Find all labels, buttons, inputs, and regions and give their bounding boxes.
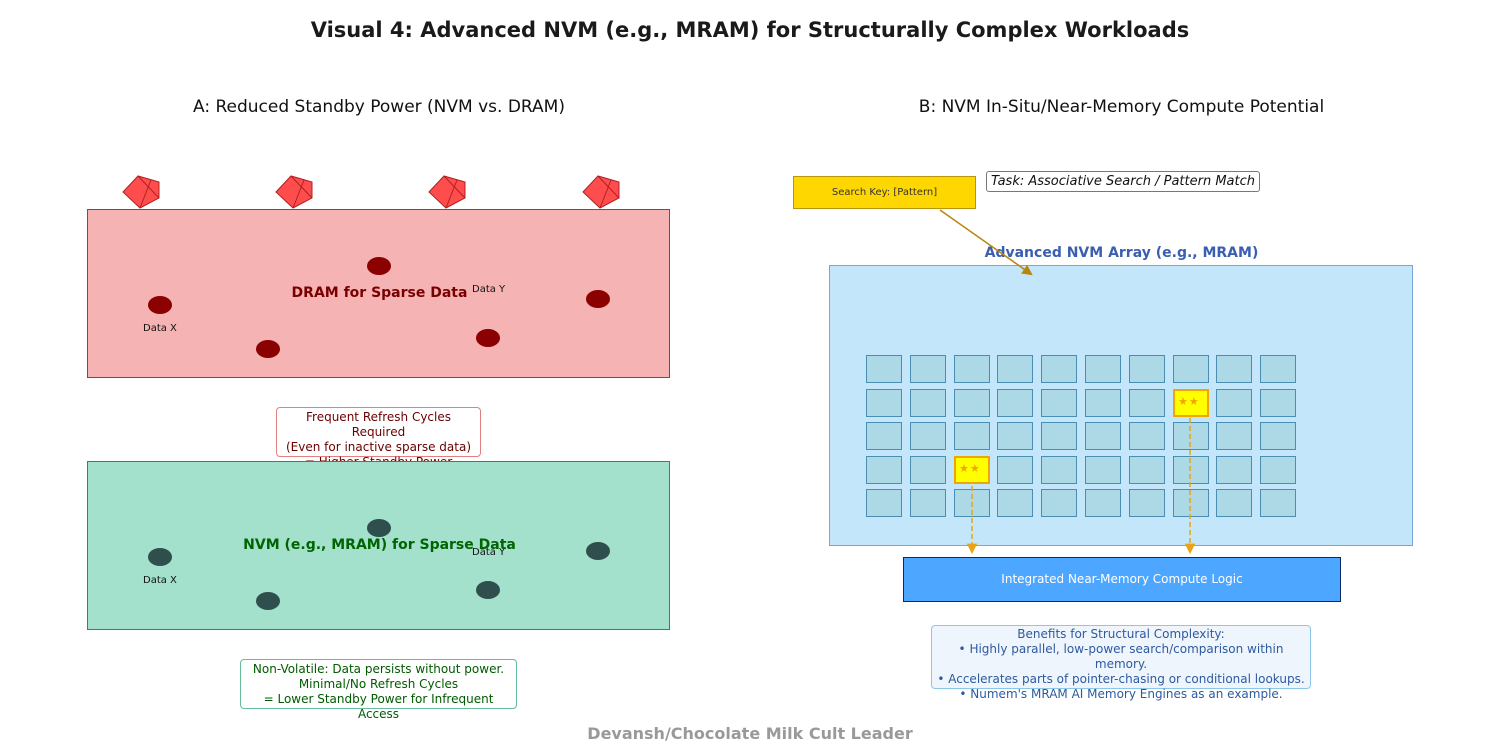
nvm-array: ★★ ★★ (829, 265, 1413, 546)
refresh-icon (582, 175, 620, 209)
nvm-box: Data X Data Y NVM (e.g., MRAM) for Spars… (87, 461, 670, 630)
matched-memory-cell: ★★ (954, 456, 990, 484)
memory-cell (910, 422, 946, 450)
benefits-line: Benefits for Structural Complexity: (1017, 627, 1225, 641)
benefits-line: • Numem's MRAM AI Memory Engines as an e… (959, 687, 1283, 701)
memory-cell (1129, 456, 1165, 484)
data-point (367, 257, 391, 275)
data-point (256, 592, 280, 610)
refresh-indicators (122, 175, 620, 209)
data-y-label: Data Y (472, 284, 506, 295)
memory-cell (997, 456, 1033, 484)
data-point (586, 542, 610, 560)
refresh-icon (428, 175, 466, 209)
dram-note-line: (Even for inactive sparse data) (285, 440, 472, 454)
memory-cell (997, 355, 1033, 383)
memory-cell (1041, 489, 1077, 517)
panel-a-title: A: Reduced Standby Power (NVM vs. DRAM) (193, 97, 565, 117)
memory-cell (1085, 489, 1121, 517)
memory-cell (1260, 489, 1296, 517)
nvm-note-line: = Lower Standby Power for Infrequent Acc… (263, 692, 494, 721)
memory-cell (997, 489, 1033, 517)
memory-cell (1216, 489, 1252, 517)
memory-cell (1041, 389, 1077, 417)
memory-cell (1041, 355, 1077, 383)
data-point (476, 329, 500, 347)
memory-cell (1260, 456, 1296, 484)
memory-cell (1085, 355, 1121, 383)
array-label: Advanced NVM Array (e.g., MRAM) (984, 245, 1259, 261)
memory-cell (954, 389, 990, 417)
match-star-icon: ★★ (1178, 395, 1200, 408)
memory-cell (1085, 422, 1121, 450)
benefits-line: • Accelerates parts of pointer-chasing o… (937, 672, 1305, 686)
matched-memory-cell: ★★ (1173, 389, 1209, 417)
match-star-icon: ★★ (959, 462, 981, 475)
data-point (148, 296, 172, 314)
memory-cell (1173, 422, 1209, 450)
memory-cell (1173, 355, 1209, 383)
memory-cell (1129, 389, 1165, 417)
memory-cell (1041, 422, 1077, 450)
nvm-note: Non-Volatile: Data persists without powe… (240, 659, 517, 721)
memory-cell (1173, 489, 1209, 517)
task-label: Task: Associative Search / Pattern Match (986, 171, 1260, 192)
nvm-label: NVM (e.g., MRAM) for Sparse Data (243, 537, 516, 553)
memory-cell (910, 355, 946, 383)
memory-cell (866, 422, 902, 450)
memory-cell (1216, 355, 1252, 383)
data-point (367, 519, 391, 537)
memory-cell (866, 456, 902, 484)
memory-cell (954, 355, 990, 383)
data-y-label: Data Y (472, 547, 506, 558)
memory-cell (1085, 389, 1121, 417)
memory-cell (1216, 456, 1252, 484)
refresh-icon (275, 175, 313, 209)
memory-cell (866, 489, 902, 517)
data-x-label: Data X (143, 323, 177, 334)
memory-cell (1216, 422, 1252, 450)
memory-cell (910, 489, 946, 517)
data-point (586, 290, 610, 308)
memory-cell (1173, 456, 1209, 484)
memory-cell (910, 456, 946, 484)
memory-cell (1260, 422, 1296, 450)
memory-cell (1260, 355, 1296, 383)
memory-cell (1041, 456, 1077, 484)
memory-cell (866, 355, 902, 383)
data-point (148, 548, 172, 566)
nvm-note-line: Non-Volatile: Data persists without powe… (252, 662, 505, 676)
footer-credit: Devansh/Chocolate Milk Cult Leader (587, 724, 913, 743)
dram-label: DRAM for Sparse Data (291, 285, 468, 301)
memory-cell (954, 422, 990, 450)
memory-cell-grid: ★★ ★★ (866, 355, 1306, 525)
memory-cell (1129, 489, 1165, 517)
panel-b-title: B: NVM In-Situ/Near-Memory Compute Poten… (918, 97, 1325, 117)
memory-cell (954, 489, 990, 517)
data-point (476, 581, 500, 599)
memory-cell (997, 389, 1033, 417)
dram-note: Frequent Refresh Cycles Required (Even f… (276, 407, 481, 469)
memory-cell (1129, 422, 1165, 450)
memory-cell (1129, 355, 1165, 383)
dram-box: Data X Data Y DRAM for Sparse Data (87, 209, 670, 378)
memory-cell (1085, 456, 1121, 484)
benefits-note: Benefits for Structural Complexity: • Hi… (931, 625, 1311, 701)
diagram-title: Visual 4: Advanced NVM (e.g., MRAM) for … (310, 18, 1190, 42)
memory-cell (866, 389, 902, 417)
benefits-line: • Highly parallel, low-power search/comp… (958, 642, 1284, 671)
data-point (256, 340, 280, 358)
dram-note-line: Frequent Refresh Cycles Required (306, 410, 451, 439)
refresh-icon (122, 175, 160, 209)
memory-cell (910, 389, 946, 417)
nvm-note-line: Minimal/No Refresh Cycles (298, 677, 459, 691)
search-key-box: Search Key: [Pattern] (793, 176, 976, 209)
memory-cell (1216, 389, 1252, 417)
compute-logic-box: Integrated Near-Memory Compute Logic (903, 557, 1341, 602)
memory-cell (997, 422, 1033, 450)
memory-cell (1260, 389, 1296, 417)
data-x-label: Data X (143, 575, 177, 586)
